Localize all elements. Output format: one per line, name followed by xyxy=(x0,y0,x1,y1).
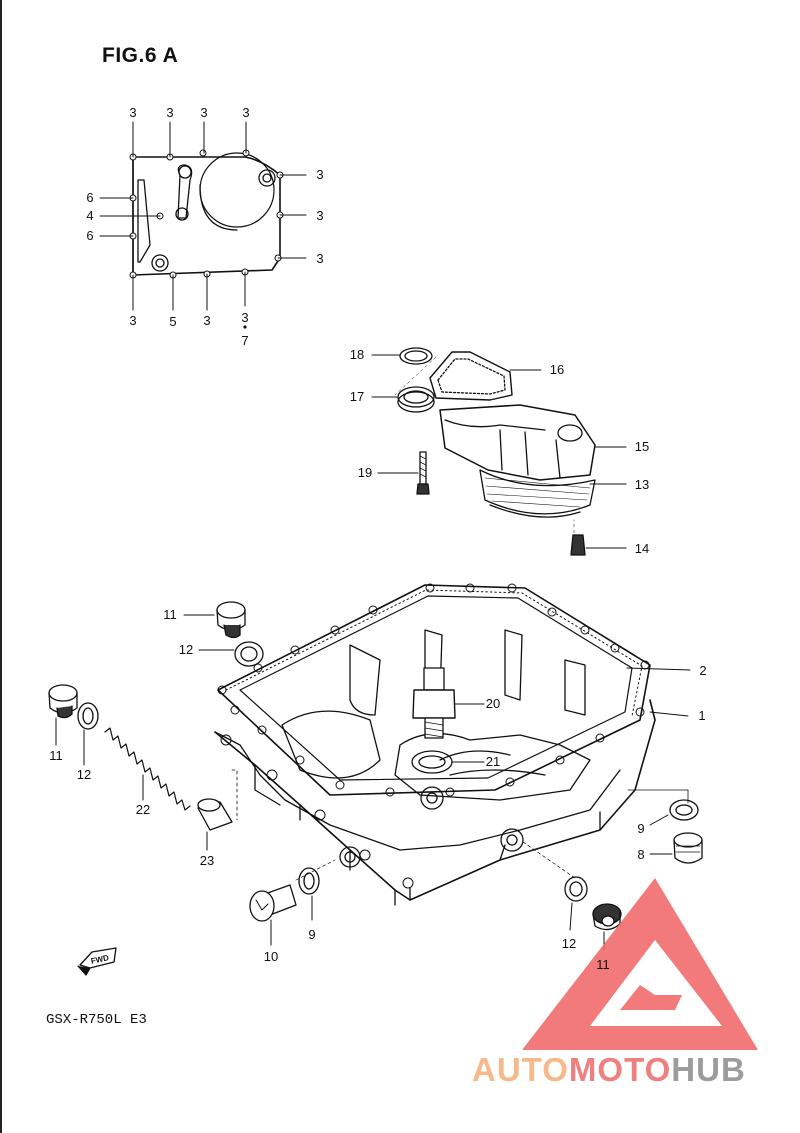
callout-9: 9 xyxy=(637,821,645,836)
watermark-text: AUTOMOTOHUB xyxy=(472,1052,746,1088)
callout-12: 12 xyxy=(178,642,194,657)
callout-18: 18 xyxy=(349,347,365,362)
fwd-arrow-icon xyxy=(77,947,117,976)
plug-8 xyxy=(649,832,703,864)
watermark-moto: MOTO xyxy=(568,1051,672,1088)
model-code: GSX-R750L E3 xyxy=(46,1012,147,1028)
o-ring-21 xyxy=(411,750,453,774)
relief-piston-23 xyxy=(197,798,233,851)
callout-3: 3 xyxy=(203,313,211,328)
callout-21: 21 xyxy=(485,754,501,769)
watermark-logo xyxy=(522,878,758,1050)
spring-22 xyxy=(104,727,191,811)
oil-pressure-switch xyxy=(412,667,485,739)
callout-3: 3 xyxy=(316,208,324,223)
washer-9-right xyxy=(669,799,699,821)
callout-3: 3 xyxy=(200,105,208,120)
plug-11-left xyxy=(48,684,78,719)
drain-plug-10 xyxy=(249,884,297,946)
callout-12: 12 xyxy=(561,936,577,951)
callout-11: 11 xyxy=(596,957,610,972)
callout-3: 3 xyxy=(166,105,174,120)
strainer-assembly xyxy=(371,347,627,556)
callout-8: 8 xyxy=(637,847,645,862)
cover-assembly xyxy=(99,121,307,329)
callout-10: 10 xyxy=(263,949,279,964)
callout-5: 5 xyxy=(169,314,177,329)
callout-17: 17 xyxy=(349,389,365,404)
callout-19: 19 xyxy=(357,465,373,480)
callout-4: 4 xyxy=(86,208,94,223)
figure-title: FIG.6 A xyxy=(102,44,179,67)
callout-20: 20 xyxy=(485,696,501,711)
callout-11: 11 xyxy=(49,748,63,763)
callout-3: 3 xyxy=(316,251,324,266)
callout-11: 11 xyxy=(163,607,177,622)
callout-9: 9 xyxy=(308,927,316,942)
callout-3: 3 xyxy=(316,167,324,182)
callout-14: 14 xyxy=(634,541,650,556)
callout-6: 6 xyxy=(86,228,94,243)
callout-1: 1 xyxy=(698,708,706,723)
callout-7: 7 xyxy=(241,333,249,348)
washer-12-top xyxy=(234,641,264,667)
plug-11-top xyxy=(216,601,246,639)
oil-pan xyxy=(214,583,656,906)
washer-9-left xyxy=(298,867,320,895)
callout-12: 12 xyxy=(76,767,92,782)
callout-13: 13 xyxy=(634,477,650,492)
watermark-hub: HUB xyxy=(671,1051,746,1088)
callout-16: 16 xyxy=(549,362,565,377)
callout-15: 15 xyxy=(634,439,650,454)
callout-22: 22 xyxy=(135,802,151,817)
callout-3: 3 xyxy=(129,105,137,120)
watermark-auto: AUTO xyxy=(472,1051,569,1088)
callout-3: 3 xyxy=(129,313,137,328)
callout-6: 6 xyxy=(86,190,94,205)
callout-3: 3 xyxy=(242,105,250,120)
washer-12-right xyxy=(564,876,588,902)
callout-2: 2 xyxy=(699,663,707,678)
callout-23: 23 xyxy=(199,853,215,868)
callout-3: 3 xyxy=(241,310,249,325)
